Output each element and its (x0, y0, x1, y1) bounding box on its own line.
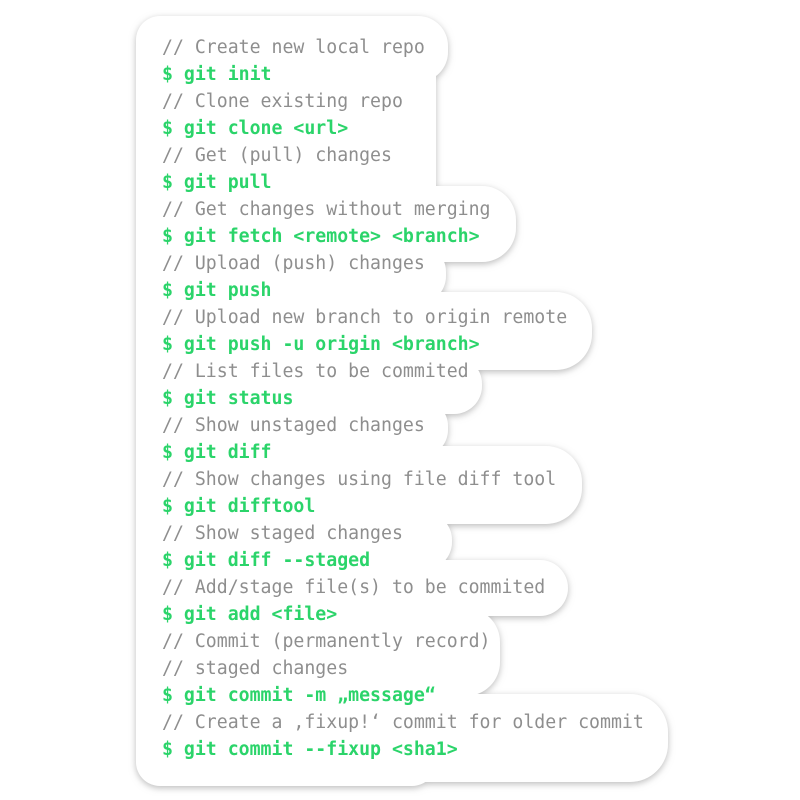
command-line: $ git diff --staged (162, 550, 371, 571)
command-line: $ git commit -m „message“ (162, 685, 436, 706)
comment-line: // Upload (push) changes (162, 253, 425, 274)
sticker-background (136, 16, 668, 786)
command-line: $ git pull (162, 172, 272, 193)
comment-line: // Create a ‚fixup!‘ commit for older co… (162, 712, 644, 733)
comment-line: // Show changes using file diff tool (162, 469, 557, 490)
comment-line: // Get changes without merging (162, 199, 491, 220)
command-line: $ git clone <url> (162, 118, 349, 139)
command-line: $ git init (162, 64, 272, 85)
comment-line: // Add/stage file(s) to be commited (162, 577, 546, 598)
comment-line: // Show unstaged changes (162, 415, 425, 436)
comment-line: // staged changes (162, 658, 349, 679)
command-line: $ git fetch <remote> <branch> (162, 226, 480, 247)
command-line: $ git add <file> (162, 604, 338, 625)
command-line: $ git push (162, 280, 272, 301)
command-line: $ git status (162, 388, 294, 409)
comment-line: // List files to be commited (162, 361, 469, 382)
comment-line: // Clone existing repo (162, 91, 403, 112)
comment-line: // Get (pull) changes (162, 145, 392, 166)
command-line: $ git difftool (162, 496, 316, 517)
command-line: $ git push -u origin <branch> (162, 334, 480, 355)
comment-line: // Show staged changes (162, 523, 403, 544)
comment-line: // Create new local repo (162, 37, 425, 58)
git-cheatsheet: // Create new local repo $ git init // Clo… (162, 34, 644, 763)
command-line: $ git diff (162, 442, 272, 463)
comment-line: // Upload new branch to origin remote (162, 307, 568, 328)
command-line: $ git commit --fixup <sha1> (162, 739, 458, 760)
comment-line: // Commit (permanently record) (162, 631, 491, 652)
